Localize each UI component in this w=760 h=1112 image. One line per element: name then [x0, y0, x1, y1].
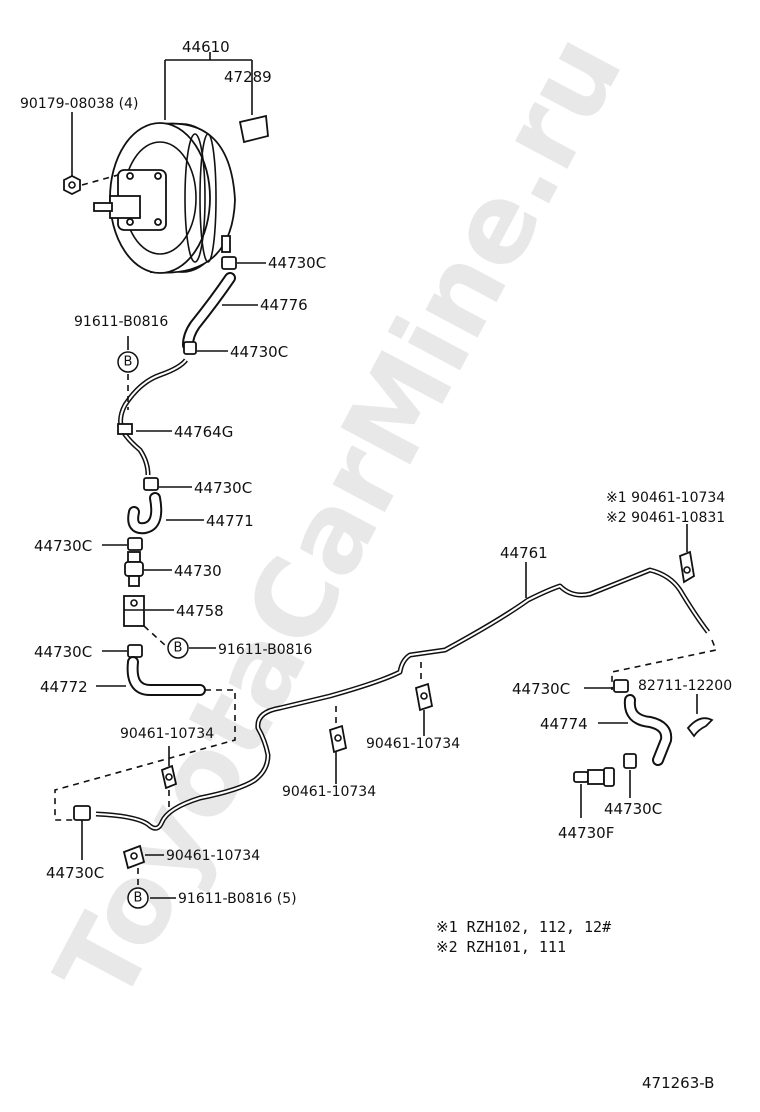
svg-text:B: B [124, 355, 133, 370]
note-1: ※1 RZH102, 112, 12# [436, 918, 611, 936]
label-44730c-3: 44730C [194, 479, 252, 497]
clip-44730c-3 [143, 477, 159, 491]
svg-text:B: B [134, 891, 143, 906]
label-47289: 47289 [224, 68, 272, 86]
clamp-left-upper [160, 764, 178, 790]
diagram-id: 471263-B [642, 1074, 714, 1092]
svg-text:B: B [174, 641, 183, 656]
label-82711: 82711-12200 [638, 678, 732, 694]
clip-44730c-8 [623, 753, 637, 769]
label-44730c-2: 44730C [230, 343, 288, 361]
label-44730c-6: 44730C [46, 864, 104, 882]
clamp-middle-a [414, 682, 434, 712]
label-90461-note1: ※1 90461-10734 [606, 490, 725, 506]
booster-nut [63, 174, 81, 196]
clip-44730c-5 [127, 644, 143, 658]
bracket-44758 [123, 595, 145, 627]
clip-44730c-4 [127, 537, 143, 551]
label-44764g: 44764G [174, 423, 233, 441]
circle-marker-b-3: B [127, 887, 149, 909]
label-90179: 90179-08038 (4) [20, 96, 138, 112]
label-90461-a: 90461-10734 [120, 726, 214, 742]
clip-82711 [686, 717, 714, 738]
label-44776: 44776 [260, 296, 308, 314]
clip-44730c-7 [613, 679, 629, 693]
label-91611-a: 91611-B0816 [74, 314, 168, 330]
label-90461-d: 90461-10734 [366, 736, 460, 752]
label-44730c-1: 44730C [268, 254, 326, 272]
clamp-left-lower [122, 844, 146, 870]
clip-44730c-6 [73, 805, 91, 821]
label-44772: 44772 [40, 678, 88, 696]
label-44758: 44758 [176, 602, 224, 620]
label-44730f: 44730F [558, 824, 614, 842]
label-plate-47289 [238, 114, 269, 144]
clamp-middle-b [328, 724, 348, 754]
label-91611-c: 91611-B0816 (5) [178, 891, 297, 907]
note-2: ※2 RZH101, 111 [436, 938, 566, 956]
label-44730c-5: 44730C [34, 643, 92, 661]
fitting-44730f [573, 767, 615, 787]
clip-44730c-1 [221, 256, 237, 270]
circle-marker-b-2: B [167, 637, 189, 659]
label-44730c-4: 44730C [34, 537, 92, 555]
brake-booster [93, 122, 236, 274]
label-90461-c: 90461-10734 [282, 784, 376, 800]
circle-marker-b-1: B [117, 351, 139, 373]
clip-44730c-2 [183, 341, 197, 355]
label-44774: 44774 [540, 715, 588, 733]
label-90461-b: 90461-10734 [166, 848, 260, 864]
check-valve-44730 [124, 551, 144, 587]
label-90461-note2: ※2 90461-10831 [606, 510, 725, 526]
label-44730: 44730 [174, 562, 222, 580]
clamp-upper-right [679, 550, 695, 584]
label-44771: 44771 [206, 512, 254, 530]
label-44730c-7: 44730C [512, 680, 570, 698]
label-44761: 44761 [500, 544, 548, 562]
label-44730c-8: 44730C [604, 800, 662, 818]
label-44610: 44610 [182, 38, 230, 56]
label-91611-b: 91611-B0816 [218, 642, 312, 658]
